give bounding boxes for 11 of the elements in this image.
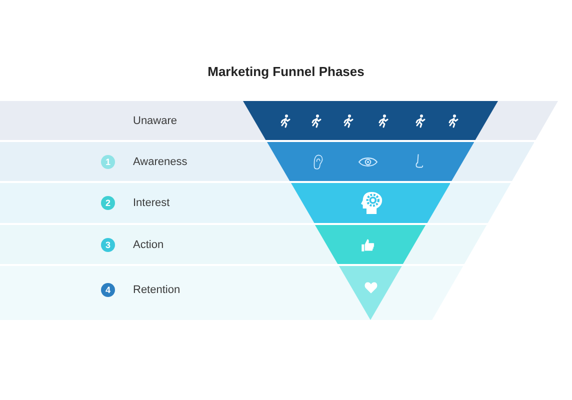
phase-label: Awareness bbox=[133, 154, 188, 168]
diagram-title: Marketing Funnel Phases bbox=[206, 64, 366, 80]
phase-band bbox=[0, 101, 558, 140]
phase-label: Unaware bbox=[133, 114, 178, 128]
phase-label: Action bbox=[133, 238, 164, 252]
phase-label: Interest bbox=[133, 196, 170, 210]
phase-label: Retention bbox=[133, 283, 180, 297]
phase-band bbox=[0, 183, 511, 223]
phase-band bbox=[0, 266, 464, 320]
phase-band bbox=[0, 142, 534, 181]
phase-band bbox=[0, 225, 487, 264]
